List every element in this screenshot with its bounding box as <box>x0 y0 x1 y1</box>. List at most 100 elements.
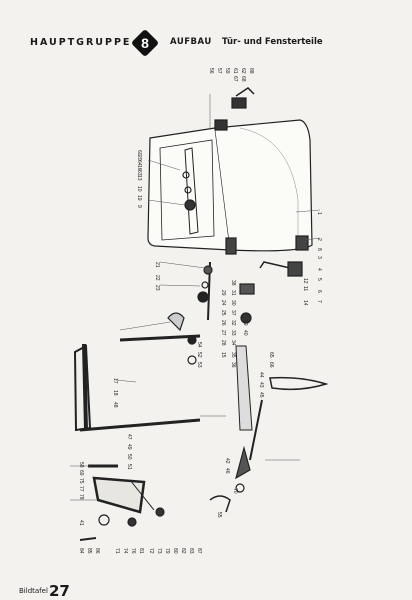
callout: 82 <box>180 548 186 554</box>
callout: 32 <box>230 320 236 326</box>
callout: 46 <box>224 468 230 474</box>
callout: 17 <box>112 378 118 384</box>
callout-numbers: 1 2 3 4 5 6 7 8 9 10 11 12 13 14 15 16 1… <box>78 68 322 554</box>
callout: 54 <box>196 342 202 348</box>
callout: 41 <box>78 520 84 526</box>
callout: 43 <box>258 382 264 388</box>
plate-label: Bildtafel <box>19 587 48 595</box>
callout: 72 <box>148 548 154 554</box>
callout: 77 <box>78 486 84 492</box>
callout: 40 <box>242 330 248 336</box>
group-label: HAUPTGRUPPE <box>30 37 132 48</box>
callout: 5 <box>316 278 322 281</box>
callout: 14 <box>302 300 308 306</box>
callout: 6 <box>316 290 322 293</box>
hinge-parts <box>167 261 303 365</box>
callout: 34 <box>230 340 236 346</box>
callout: 63 <box>136 170 142 176</box>
callout: 26 <box>220 320 226 326</box>
callout: 55 <box>216 512 222 518</box>
callout: 4 <box>316 268 322 271</box>
callout: 20 <box>136 155 142 161</box>
callout: 36 <box>230 362 236 368</box>
callout: 62 <box>240 68 246 74</box>
page-number: 27 <box>49 582 70 600</box>
lock-parts <box>182 87 255 211</box>
callout: 2 <box>316 238 322 241</box>
callout: 74 <box>122 548 128 554</box>
callout: 49 <box>126 444 132 450</box>
group-number-badge: 8 <box>132 30 158 56</box>
callout: 24 <box>220 300 226 306</box>
callout: 57 <box>216 68 222 74</box>
callout: 86 <box>94 548 100 554</box>
callout: 88 <box>248 68 254 74</box>
callout: 11 <box>302 286 308 291</box>
callout: 25 <box>220 310 226 316</box>
callout: 51 <box>126 464 132 470</box>
group-number: 8 <box>141 35 149 51</box>
callout: 59 <box>224 68 230 74</box>
callout: 3 <box>316 256 322 259</box>
callout: 56 <box>208 68 214 74</box>
callout: 35 <box>230 352 236 358</box>
callout: 44 <box>258 372 264 378</box>
callout: 61 <box>232 68 238 74</box>
callout: 78 <box>78 494 84 500</box>
callout: 33 <box>230 330 236 336</box>
callout: 45 <box>258 392 264 398</box>
callout: 39 <box>242 320 248 326</box>
window-handle <box>269 376 329 391</box>
callout: 58 <box>78 462 84 468</box>
callout: 71 <box>114 548 120 554</box>
callout: 67 <box>232 76 238 82</box>
vent-seal <box>82 343 88 431</box>
callout: 21 <box>154 262 160 268</box>
window-glass <box>235 345 253 431</box>
callout: 87 <box>196 548 202 554</box>
callout: 28 <box>220 340 226 346</box>
callout: 83 <box>188 548 194 554</box>
callout: 53 <box>196 362 202 368</box>
callout: 27 <box>220 330 226 336</box>
callout: 69 <box>78 470 84 476</box>
callout: 68 <box>240 76 246 82</box>
callout: 23 <box>154 285 160 291</box>
callout: 64 <box>136 160 142 166</box>
callout: 65 <box>268 352 274 358</box>
callout: 9 <box>136 205 142 208</box>
callout: 37 <box>230 310 236 316</box>
regulator-arm <box>209 399 263 513</box>
callout: 81 <box>138 548 144 554</box>
callout: 76 <box>130 548 136 554</box>
callout: 8 <box>316 248 322 251</box>
callout: 80 <box>172 548 178 554</box>
section-subtitle: Tür- und Fensterteile <box>222 37 323 47</box>
callout: 60 <box>136 150 142 156</box>
callout: 70 <box>232 488 238 494</box>
callout: 79 <box>164 548 170 554</box>
section-title: AUFBAU <box>170 37 212 47</box>
callout: 50 <box>126 454 132 460</box>
callout: 47 <box>126 434 132 440</box>
callout: 75 <box>78 478 84 484</box>
quarter-vent <box>79 464 165 541</box>
callout: 48 <box>112 402 118 408</box>
callout: 13 <box>136 175 142 181</box>
callout: 12 <box>302 278 308 284</box>
callout: 22 <box>154 275 160 281</box>
callout: 16 <box>136 165 142 171</box>
callout: 31 <box>230 290 236 296</box>
upper-strip <box>119 334 201 342</box>
door-shell <box>147 119 313 255</box>
callout: 19 <box>136 195 142 201</box>
callout: 1 <box>316 212 322 215</box>
callout: 7 <box>316 300 322 303</box>
callout: 52 <box>196 352 202 358</box>
callout: 73 <box>156 548 162 554</box>
callout: 38 <box>230 280 236 286</box>
callout: 15 <box>220 352 226 358</box>
callout: 10 <box>136 186 142 192</box>
callout: 42 <box>224 458 230 464</box>
